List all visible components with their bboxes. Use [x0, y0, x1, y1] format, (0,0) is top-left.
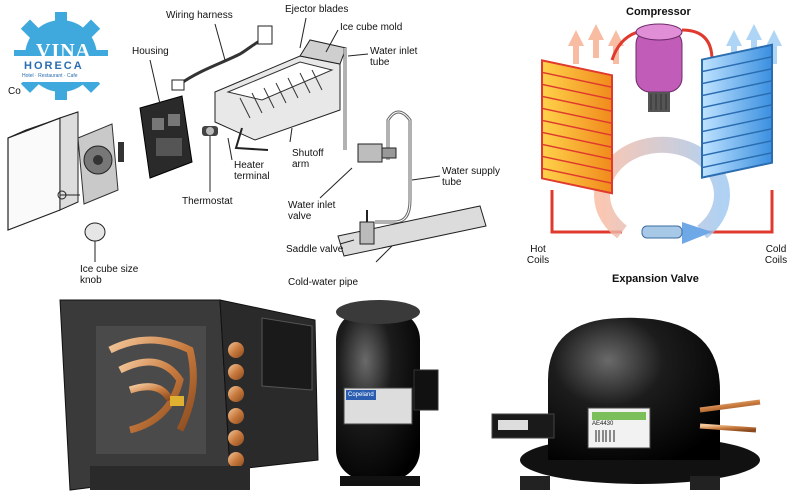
label-housing: Housing [132, 46, 169, 57]
expansion-valve-shape [641, 225, 683, 239]
water-tube-part [343, 48, 441, 224]
housing-part [139, 59, 193, 179]
ac-unit-photo [59, 299, 319, 491]
scroll-compressor-photo [336, 300, 439, 486]
cold-arrows [726, 24, 782, 64]
wiring-harness-part [171, 23, 273, 91]
label-shutoff-arm: Shutoff arm [292, 148, 324, 170]
label-expansion-valve: Expansion Valve [612, 273, 699, 285]
compressor-shape [635, 23, 683, 112]
hot-coil [541, 59, 613, 195]
logo-name: HORECA [24, 60, 84, 72]
logo-brand: VINA [36, 40, 92, 62]
compressor-photos: Copeland AE4430 [0, 290, 800, 500]
cover-part [7, 111, 79, 231]
label-water-inlet-valve: Water inlet valve [288, 200, 336, 222]
label-compressor: Compressor [626, 6, 691, 18]
gear-part [77, 123, 124, 205]
label-cover: Co [8, 86, 21, 97]
inlet-valve-part [319, 143, 397, 199]
logo-tagline: Hotel · Restaurant · Cafe [22, 73, 78, 79]
refrigeration-cycle-diagram: Compressor Hot Coils Cold Coils Expansio… [512, 0, 800, 290]
ice-mold-part [214, 17, 347, 161]
label-ejector-blades: Ejector blades [285, 4, 349, 15]
knob-part [84, 222, 106, 262]
label-water-inlet-tube: Water inlet tube [370, 46, 418, 68]
thermostat-part [202, 126, 218, 192]
label-thermostat: Thermostat [182, 196, 233, 207]
label-cold-coils: Cold Coils [764, 244, 788, 266]
label-wiring-harness: Wiring harness [166, 10, 233, 21]
label-saddle-valve: Saddle valve [286, 244, 344, 255]
saddle-valve-part [337, 205, 487, 263]
icemaker-diagram: Co Wiring harness Ejector blades Ice cub… [0, 0, 512, 290]
photos-illustration [59, 299, 761, 491]
cycle-illustration [541, 23, 782, 244]
label-ice-cube-size-knob: Ice cube size knob [80, 264, 139, 286]
heat-arrows [568, 24, 624, 64]
label-ice-cube-mold: Ice cube mold [340, 22, 403, 33]
compressor-badge-label: Copeland [348, 392, 374, 398]
reciprocating-compressor-photo [491, 317, 761, 490]
gear-logo-icon [14, 12, 110, 100]
cold-coil [701, 43, 773, 179]
icemaker-illustration [7, 17, 487, 263]
label-hot-coils: Hot Coils [526, 244, 550, 266]
horeca-logo: VINA HORECA Hotel · Restaurant · Cafe [6, 10, 116, 102]
label-cold-water-pipe: Cold-water pipe [288, 277, 359, 288]
label-heater-terminal: Heater terminal [234, 160, 270, 182]
label-water-supply-tube: Water supply tube [442, 166, 500, 188]
compressor-label-text: AE4430 [592, 421, 614, 427]
